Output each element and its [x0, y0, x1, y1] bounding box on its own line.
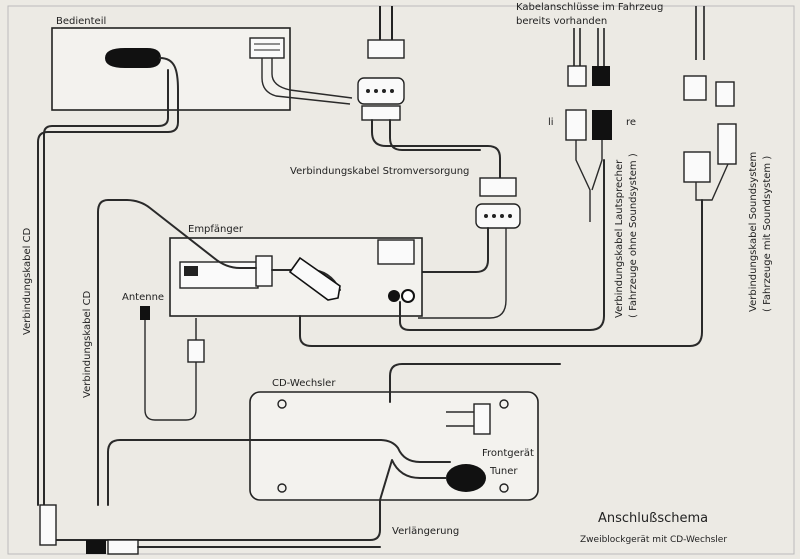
label-zweiblockgeraet: Zweiblockgerät mit CD-Wechsler: [580, 535, 727, 545]
label-tuner: Tuner: [489, 466, 518, 477]
antenne-plug: [187, 339, 205, 363]
cd-wechsler-connector: [473, 403, 491, 435]
label-verbindungskabel-lautsprecher: Verbindungskabel Lautsprecher: [614, 159, 625, 318]
label-empfaenger: Empfänger: [188, 224, 244, 235]
bedienteil-plug-icon: [105, 48, 161, 68]
cable-power-down-2: [389, 119, 481, 151]
antenne-unit: [140, 306, 205, 421]
frontgeraet-tuner-plug: [446, 464, 486, 492]
label-verbindungskabel-cd-left: Verbindungskabel CD: [22, 227, 33, 335]
label-bedienteil: Bedienteil: [56, 16, 106, 27]
label-antenne: Antenne: [122, 292, 164, 303]
power-plug-lower: [357, 77, 405, 105]
speaker-plug-li-lower: [565, 109, 587, 141]
label-fahrzeuge-mit-soundsystem: ( Fahrzeuge mit Soundsystem ): [762, 156, 773, 312]
bedienteil-connector: [249, 37, 285, 59]
label-fahrzeuge-ohne-soundsystem: ( Fahrzeuge ohne Soundsystem ): [628, 153, 639, 318]
bottom-connector-right: [107, 539, 139, 555]
sound-wire: [695, 163, 729, 201]
vehicle-sound-connectors: [683, 6, 737, 201]
cable-cd-inner: [97, 199, 257, 506]
empfaenger-cd-socket: [255, 255, 273, 287]
bottom-connector-left: [39, 504, 57, 546]
vehicle-speaker-connectors: [565, 28, 612, 222]
bedienteil-unit: [51, 27, 291, 111]
speaker-plug-li-upper: [567, 65, 587, 87]
bottom-connector-black: [86, 540, 106, 554]
cable-bedienteil-power-2: [271, 58, 353, 99]
cd-wechsler-box: [249, 391, 539, 501]
cable-verlaengerung: [51, 459, 447, 541]
speaker-plug-re-upper: [592, 66, 610, 86]
sound-plug-right: [715, 81, 735, 107]
sound-plug-lower-right: [717, 123, 737, 165]
empfaenger-round-plug-left: [388, 290, 400, 302]
label-li: li: [548, 117, 554, 128]
cd-wechsler-unit: [249, 391, 539, 501]
power-connector-middle: [475, 177, 521, 229]
cable-soundsystem: [299, 199, 703, 347]
power-plug-bottom: [361, 105, 401, 121]
cable-bedienteil-cd-2: [43, 69, 169, 506]
power-connector-top: [357, 6, 405, 121]
cable-bedienteil-cd: [37, 57, 179, 506]
label-anschlussschema: Anschlußschema: [598, 511, 708, 526]
empfaenger-round-plug-right: [401, 289, 415, 303]
sound-plug-lower-left: [683, 151, 711, 183]
cable-bedienteil-power: [261, 58, 351, 105]
label-verlaengerung: Verlängerung: [392, 526, 459, 537]
label-re: re: [626, 117, 636, 128]
cable-power-to-empfaenger-2: [418, 228, 507, 319]
cable-frontgeraet: [107, 439, 451, 506]
power-plug-upper: [367, 39, 405, 59]
label-frontgeraet: Frontgerät: [482, 448, 534, 459]
power-mid-upper: [479, 177, 517, 197]
power-mid-lower: [475, 203, 521, 229]
label-kabelanschluesse-1: Kabelanschlüsse im Fahrzeug: [516, 2, 663, 13]
cable-power-down: [371, 119, 501, 179]
cable-power-to-empfaenger: [411, 227, 489, 273]
antenne-socket-icon: [140, 306, 150, 320]
speaker-plug-re-lower: [592, 110, 612, 140]
sound-plug-left: [683, 75, 707, 101]
speaker-wire-li: [575, 140, 591, 222]
cable-cdw-top: [389, 363, 561, 403]
label-verbindungskabel-stromversorgung: Verbindungskabel Stromversorgung: [290, 166, 469, 177]
label-cd-wechsler: CD-Wechsler: [272, 378, 336, 389]
empfaenger-antenna-socket: [184, 266, 198, 276]
label-verbindungskabel-cd-inner: Verbindungskabel CD: [82, 290, 93, 398]
empfaenger-power-socket: [377, 239, 415, 265]
speaker-wire-re: [591, 140, 603, 191]
cable-lautsprecher: [399, 159, 605, 331]
label-kabelanschluesse-2: bereits vorhanden: [516, 16, 607, 27]
label-verbindungskabel-soundsystem: Verbindungskabel Soundsystem: [748, 152, 759, 312]
cable-antenne: [144, 320, 197, 421]
scan-frame: [7, 5, 795, 555]
cd-adapter-plug: [288, 256, 341, 301]
